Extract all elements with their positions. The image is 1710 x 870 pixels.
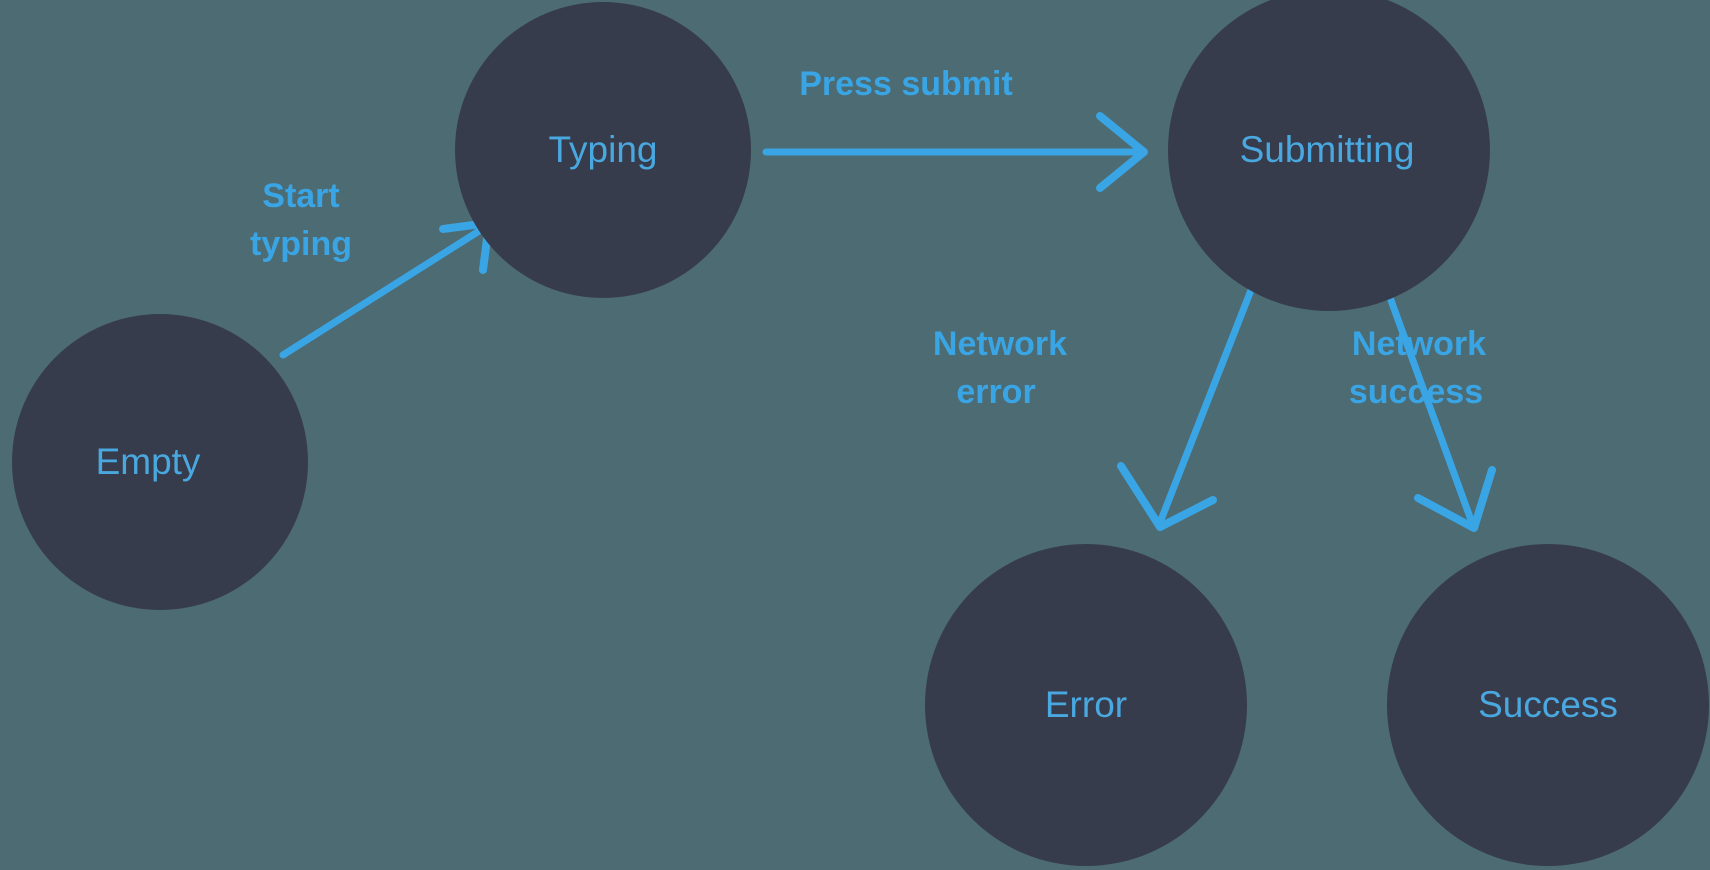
node-error[interactable]: Error <box>925 544 1247 866</box>
node-typing-label: Typing <box>548 129 657 170</box>
edge-network-success-arrowhead <box>1414 466 1496 532</box>
edge-label-start-typing: Start typing <box>250 177 352 263</box>
edge-label-start-typing-line1: Start <box>262 177 339 215</box>
edge-press-submit-arrowhead <box>1096 112 1148 192</box>
node-submitting-label: Submitting <box>1240 129 1415 170</box>
node-typing[interactable]: Typing <box>455 2 751 298</box>
edge-label-network-success: Network success <box>1349 325 1486 411</box>
edge-label-network-error-line1: Network <box>933 325 1067 363</box>
node-error-circle[interactable] <box>925 544 1247 866</box>
edge-label-press-submit-line1: Press submit <box>799 65 1013 103</box>
node-submitting[interactable]: Submitting <box>1168 0 1490 311</box>
node-empty[interactable]: Empty <box>12 314 308 610</box>
edge-press-submit <box>762 112 1148 192</box>
edge-label-network-error: Network error <box>933 325 1067 411</box>
node-empty-circle[interactable] <box>12 314 308 610</box>
edge-start-typing-line <box>279 222 491 359</box>
edge-label-network-error-line2: error <box>956 373 1035 411</box>
edge-network-success-line <box>1384 288 1475 524</box>
node-submitting-circle[interactable] <box>1168 0 1490 311</box>
edge-network-success <box>1384 288 1496 532</box>
edge-label-network-success-line2: success <box>1349 373 1483 411</box>
node-error-label: Error <box>1045 684 1127 725</box>
edge-network-error-arrowhead <box>1117 462 1217 531</box>
node-typing-circle[interactable] <box>455 2 751 298</box>
edge-label-start-typing-line2: typing <box>250 225 352 263</box>
edge-label-network-success-line1: Network <box>1352 325 1486 363</box>
node-empty-label: Empty <box>96 441 201 482</box>
edge-network-error <box>1117 281 1257 531</box>
node-success-label: Success <box>1478 684 1618 725</box>
edge-label-press-submit: Press submit <box>799 65 1013 103</box>
edge-network-error-line <box>1157 281 1257 524</box>
node-success-circle[interactable] <box>1387 544 1709 866</box>
node-success[interactable]: Success <box>1387 544 1709 866</box>
